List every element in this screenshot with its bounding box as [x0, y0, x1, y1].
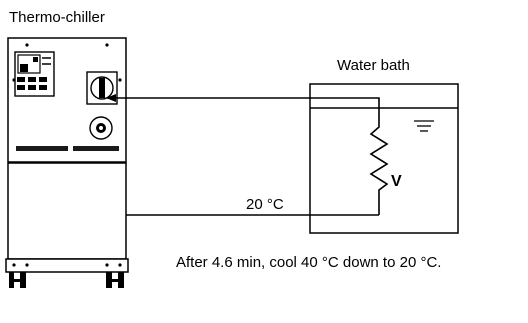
- control-panel: [14, 51, 55, 97]
- panel-button: [28, 77, 36, 82]
- power-connector: [89, 116, 113, 140]
- water-bath-label: Water bath: [337, 57, 410, 74]
- heat-coil: [369, 119, 389, 215]
- panel-button: [17, 77, 25, 82]
- vent-grille-left: [16, 146, 68, 151]
- caster-left: [9, 272, 26, 288]
- cooling-note: After 4.6 min, cool 40 °C down to 20 °C.: [176, 254, 442, 271]
- screw-icon: [12, 263, 16, 267]
- chiller-base: [5, 258, 129, 273]
- screw-icon: [118, 263, 122, 267]
- screw-icon: [105, 43, 109, 47]
- caster-right: [106, 272, 124, 288]
- screw-icon: [25, 263, 29, 267]
- volume-label: V: [391, 173, 402, 190]
- thermo-chiller-unit: [5, 37, 129, 288]
- vent-grille-right: [73, 146, 119, 151]
- thermo-chiller-label: Thermo-chiller: [9, 9, 105, 26]
- return-pipe: [106, 94, 380, 119]
- outlet-temperature-label: 20 °C: [246, 196, 284, 213]
- breaker-switch: [86, 71, 118, 105]
- panel-button: [17, 85, 25, 90]
- screw-icon: [118, 78, 122, 82]
- display-screen: [17, 54, 41, 74]
- water-level-icon: [414, 120, 434, 132]
- panel-button: [39, 77, 47, 82]
- panel-button: [28, 85, 36, 90]
- screw-icon: [25, 43, 29, 47]
- water-bath-tank: [309, 83, 459, 234]
- display-indicator: [33, 57, 38, 62]
- display-frame: [14, 51, 55, 97]
- water-bath: [309, 83, 459, 234]
- screw-icon: [105, 263, 109, 267]
- chiller-upper-cabinet: [7, 37, 127, 163]
- chiller-lower-cabinet: [7, 162, 127, 260]
- piping: [106, 94, 389, 216]
- panel-button: [39, 85, 47, 90]
